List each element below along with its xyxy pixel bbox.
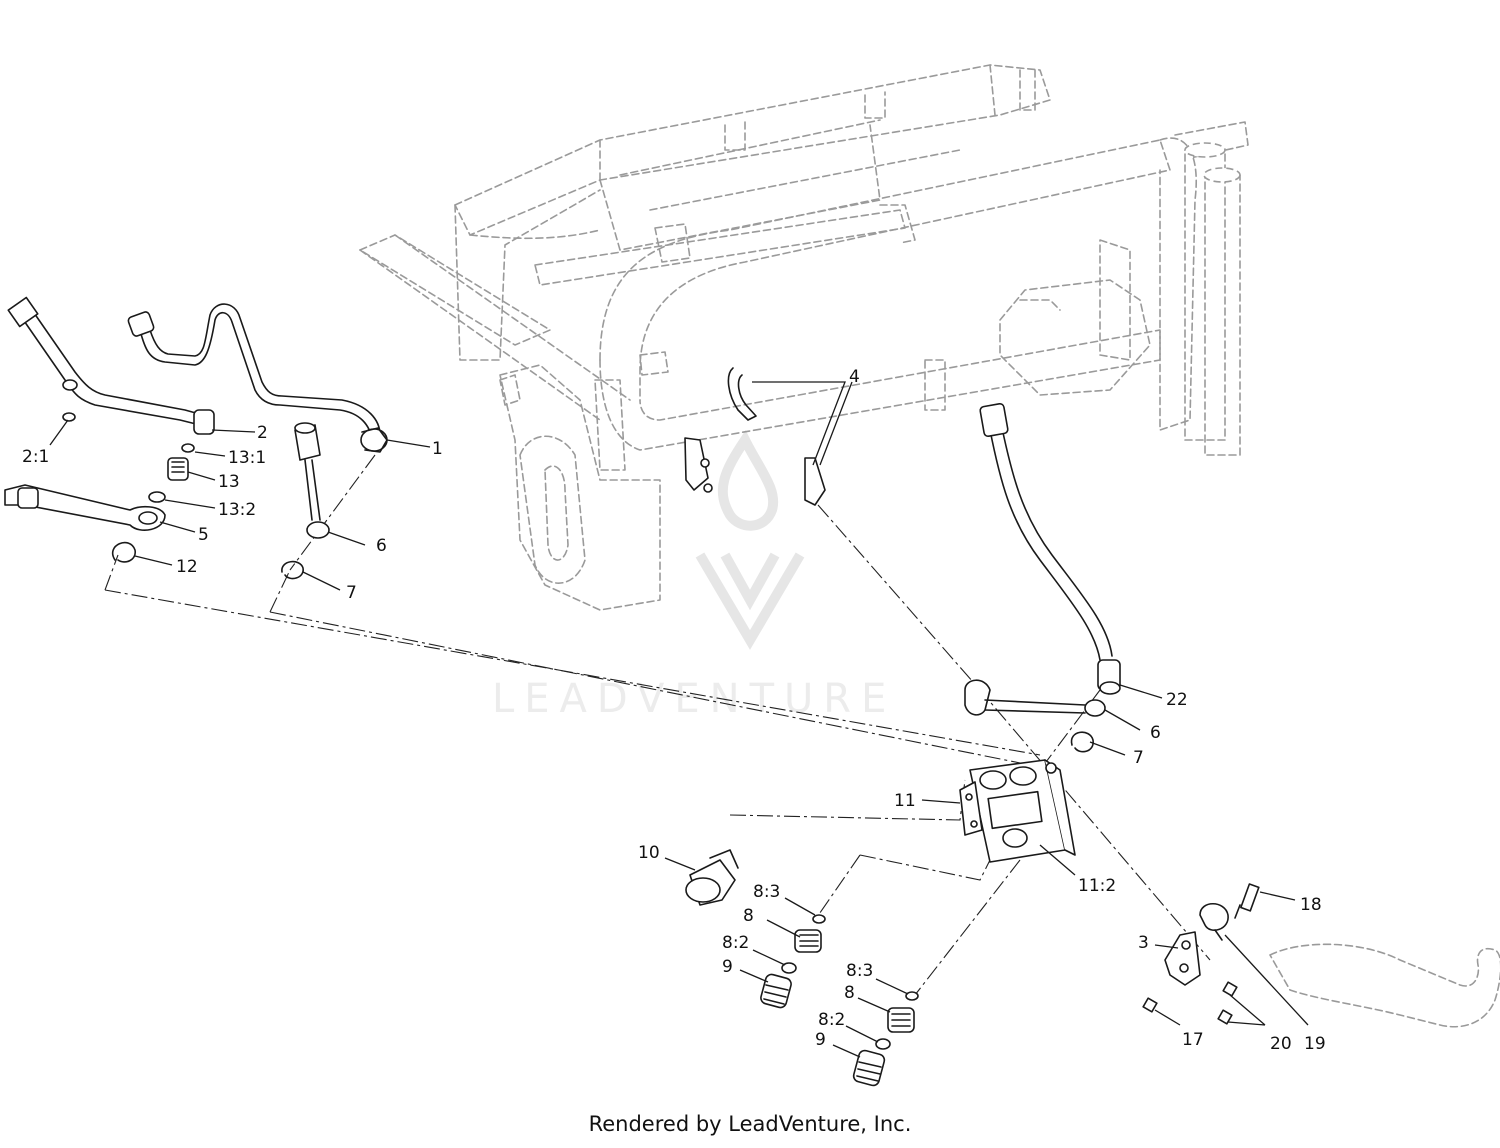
center-lines [104, 454, 1211, 996]
callout-6-right: 6 [1150, 723, 1161, 743]
watermark-text: LEADVENTURE [492, 676, 896, 722]
callout-20: 20 [1270, 1034, 1292, 1054]
callout-9-lower: 9 [815, 1030, 826, 1050]
callout-8-2-upper: 8:2 [722, 933, 749, 953]
callout-9-upper: 9 [722, 957, 733, 977]
ghosted-frame-assembly [359, 64, 1500, 1028]
callout-8-3-upper: 8:3 [753, 882, 780, 902]
rendered-by-footer: Rendered by LeadVenture, Inc. [588, 1112, 912, 1136]
callout-22: 22 [1166, 690, 1188, 710]
clamp-assembly [684, 367, 826, 506]
callout-6-left: 6 [376, 536, 387, 556]
callout-3: 3 [1138, 933, 1149, 953]
hose-assembly [964, 402, 1121, 753]
callout-8-3-lower: 8:3 [846, 961, 873, 981]
callout-labels: 4 1 2 2:1 13:1 13 13:2 5 12 6 7 22 6 7 1… [22, 367, 1326, 1054]
callout-11: 11 [894, 791, 916, 811]
callout-11-2: 11:2 [1078, 876, 1116, 896]
callout-7-left: 7 [346, 583, 357, 603]
callout-7-right: 7 [1133, 748, 1144, 768]
callout-12: 12 [176, 557, 198, 577]
fitting-stack [4, 412, 195, 563]
callout-2: 2 [257, 423, 268, 443]
manifold-block [959, 759, 1076, 863]
callout-8-2-lower: 8:2 [818, 1010, 845, 1030]
callout-1: 1 [432, 439, 443, 459]
callout-18: 18 [1300, 895, 1322, 915]
callout-5: 5 [198, 525, 209, 545]
bracket-assembly-right [1142, 883, 1260, 1025]
callout-13-2: 13:2 [218, 500, 256, 520]
callout-2-1: 2:1 [22, 447, 49, 467]
callout-4: 4 [849, 367, 860, 387]
callout-13: 13 [218, 472, 240, 492]
callout-13-1: 13:1 [228, 448, 266, 468]
hydraulic-tube-assembly-left [7, 296, 388, 453]
callout-10: 10 [638, 843, 660, 863]
link-rod-left [281, 422, 330, 580]
fittings-lower [685, 849, 919, 1087]
leader-lines [49, 381, 1309, 1058]
callout-19: 19 [1304, 1034, 1326, 1054]
callout-8-lower: 8 [844, 983, 855, 1003]
callout-17: 17 [1182, 1030, 1204, 1050]
callout-8-upper: 8 [743, 906, 754, 926]
leadventure-watermark-logo: LEADVENTURE [492, 430, 896, 722]
